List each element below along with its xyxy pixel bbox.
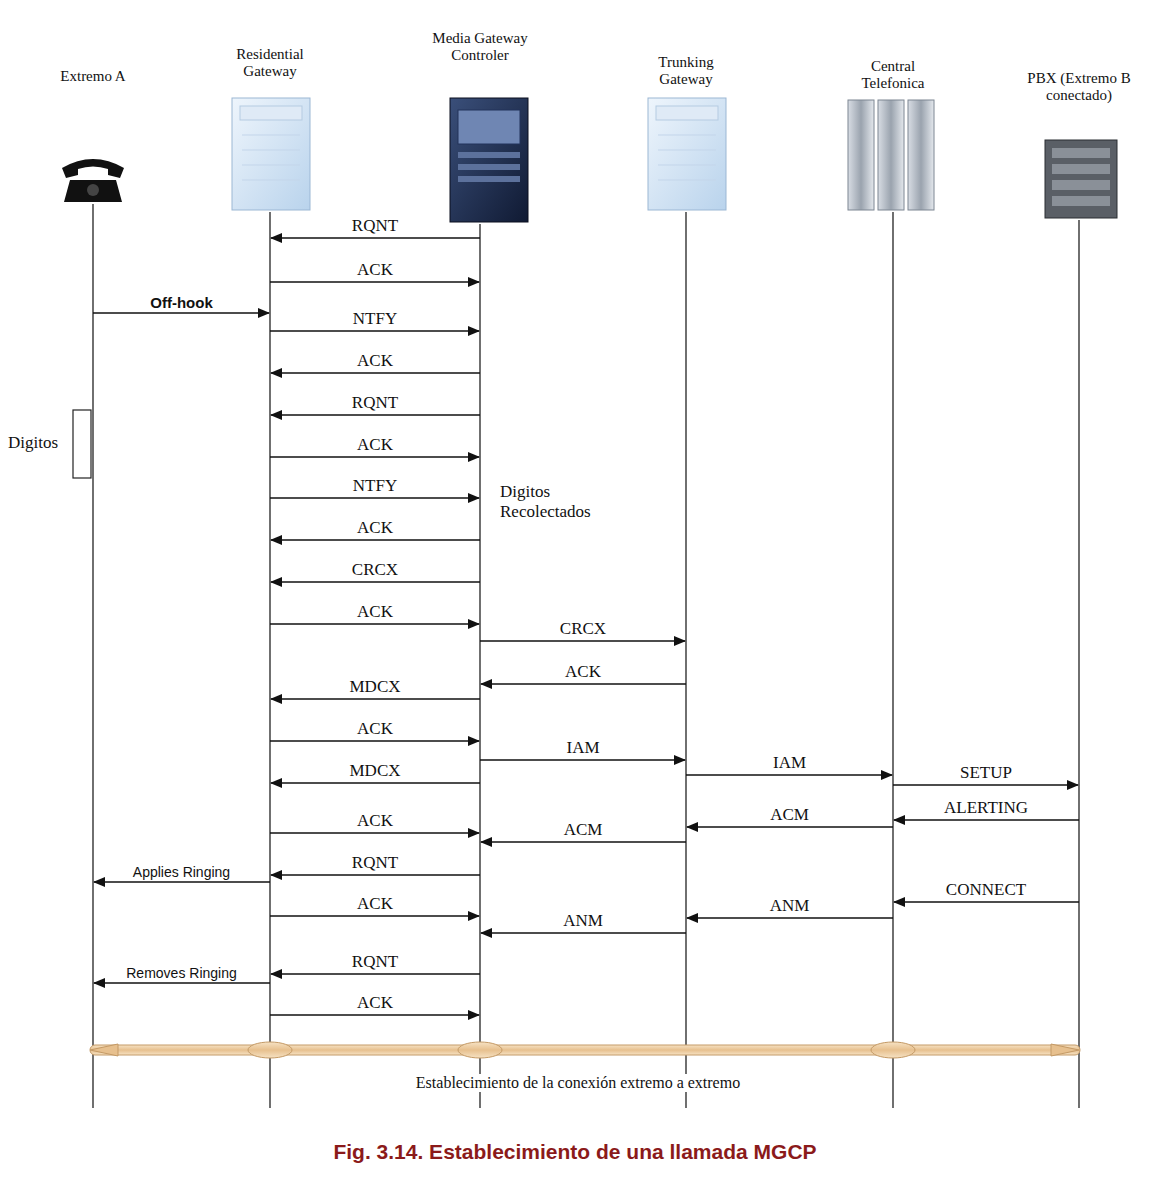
- figure-caption: Fig. 3.14. Establecimiento de una llamad…: [0, 1140, 1150, 1164]
- message-arrow: [480, 759, 685, 760]
- message-label: NTFY: [351, 477, 399, 496]
- participant: Central Telefonica: [838, 56, 948, 94]
- message-arrow: [894, 901, 1079, 902]
- phone-icon: [62, 159, 124, 202]
- message-label: ACM: [768, 806, 811, 825]
- message-label: ACK: [355, 994, 395, 1013]
- participant: Media Gateway Controler: [430, 28, 530, 66]
- message-label: ACK: [563, 663, 603, 682]
- message-label: CRCX: [558, 620, 608, 639]
- participant: Trunking Gateway: [631, 52, 741, 90]
- message-arrow: [271, 782, 480, 783]
- participant-name: Residential Gateway: [212, 46, 328, 80]
- message-arrow: [270, 740, 479, 741]
- message-label: MDCX: [347, 678, 402, 697]
- message-arrow: [271, 973, 480, 974]
- message-label: CRCX: [350, 561, 400, 580]
- note-label: Establecimiento de la conexión extremo a…: [414, 1074, 742, 1092]
- message-label: SETUP: [958, 764, 1014, 783]
- participant: PBX (Extremo B conectado): [1019, 68, 1139, 106]
- message-label: ACK: [355, 603, 395, 622]
- message-arrow: [270, 915, 479, 916]
- message-arrow: [271, 581, 480, 582]
- message-arrow: [270, 281, 479, 282]
- participant-name: Trunking Gateway: [633, 54, 739, 88]
- message-label: ACM: [562, 821, 605, 840]
- message-label: ALERTING: [942, 799, 1030, 818]
- message-arrow: [893, 784, 1078, 785]
- message-arrow: [94, 881, 270, 882]
- message-label: ANM: [561, 912, 605, 931]
- message-label: RQNT: [350, 217, 400, 236]
- message-label: IAM: [771, 754, 808, 773]
- message-arrow: [270, 330, 479, 331]
- message-arrow: [271, 874, 480, 875]
- message-label: Removes Ringing: [124, 966, 239, 981]
- gateway-icon: [648, 98, 726, 210]
- message-label: Applies Ringing: [131, 865, 232, 880]
- lifeline: [93, 204, 1079, 1108]
- gateway-icon: [232, 98, 310, 210]
- message-label: RQNT: [350, 854, 400, 873]
- message-arrow: [481, 683, 686, 684]
- participant-name: Media Gateway Controler: [432, 30, 528, 64]
- message-arrow: [894, 819, 1079, 820]
- message-arrow: [271, 372, 480, 373]
- message-arrow: [687, 917, 893, 918]
- message-arrow: [481, 932, 686, 933]
- message-arrow: [480, 640, 685, 641]
- message-arrow: [686, 774, 892, 775]
- message-arrow: [271, 539, 480, 540]
- note-label: Digitos Recolectados: [498, 482, 622, 523]
- exchange-icon: [848, 100, 934, 210]
- message-arrow: [270, 497, 479, 498]
- message-arrow: [271, 237, 480, 238]
- message-arrow: [481, 841, 686, 842]
- message-arrow: [270, 1014, 479, 1015]
- message-label: ACK: [355, 812, 395, 831]
- activation-box: [73, 410, 91, 478]
- message-label: ACK: [355, 519, 395, 538]
- message-arrow: [270, 456, 479, 457]
- message-arrow: [93, 312, 269, 313]
- message-label: ACK: [355, 261, 395, 280]
- message-label: ACK: [355, 352, 395, 371]
- message-arrow: [687, 826, 893, 827]
- message-label: NTFY: [351, 310, 399, 329]
- message-label: ACK: [355, 720, 395, 739]
- message-label: Off-hook: [148, 295, 214, 312]
- message-arrow: [94, 982, 270, 983]
- message-label: ANM: [768, 897, 812, 916]
- message-arrow: [270, 623, 479, 624]
- connection-band: [90, 1042, 1080, 1058]
- message-label: RQNT: [350, 953, 400, 972]
- message-label: IAM: [564, 739, 601, 758]
- pbx-icon: [1045, 140, 1117, 218]
- message-arrow: [271, 414, 480, 415]
- message-arrow: [270, 832, 479, 833]
- message-label: ACK: [355, 436, 395, 455]
- participant-name: Extremo A: [35, 68, 151, 85]
- message-label: ACK: [355, 895, 395, 914]
- message-label: RQNT: [350, 394, 400, 413]
- participant-name: Central Telefonica: [840, 58, 946, 92]
- participant-name: PBX (Extremo B conectado): [1021, 70, 1137, 104]
- participant: Residential Gateway: [210, 44, 330, 82]
- participant: Extremo A: [33, 66, 153, 87]
- note-label: Digitos: [6, 433, 60, 453]
- controller-icon: [450, 98, 528, 222]
- message-label: MDCX: [347, 762, 402, 781]
- message-label: CONNECT: [944, 881, 1028, 900]
- message-arrow: [271, 698, 480, 699]
